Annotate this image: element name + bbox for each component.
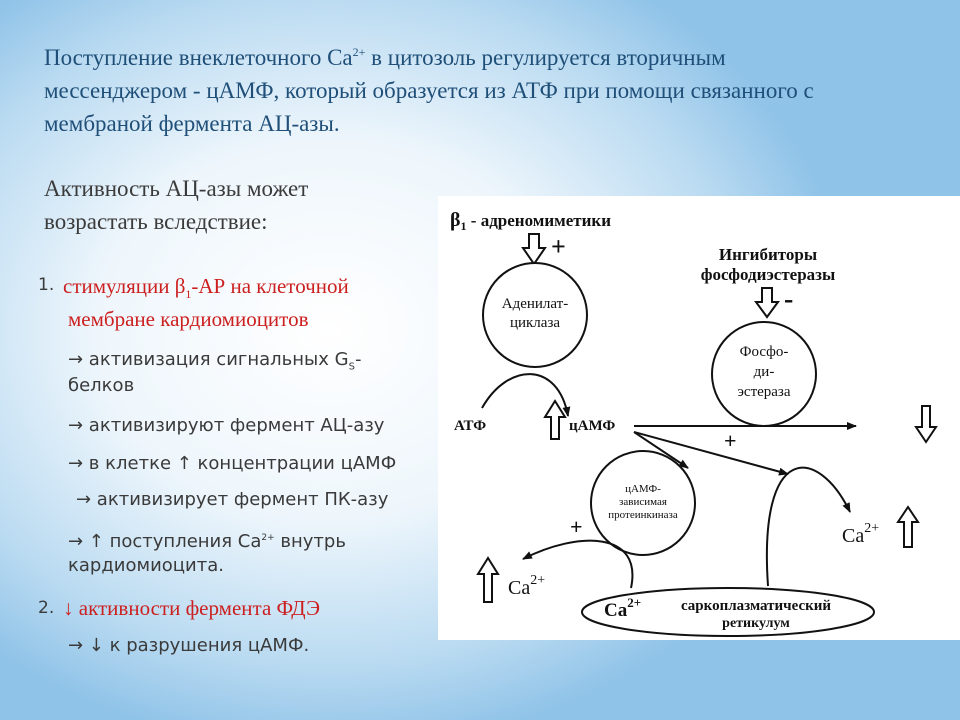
step-3: → в клетке ↑ концентрации цАМФ (68, 453, 397, 474)
phosphodiesterase-label-3: эстераза (737, 384, 790, 400)
atp-label: АТФ (454, 418, 486, 434)
item-1-number: 1. (38, 275, 55, 295)
intro-line-3: мембраной фермента АЦ-азы. (44, 111, 340, 136)
step-1-line-2: белков (68, 375, 135, 396)
phosphodiesterase-label-1: Фосфо- (740, 344, 789, 360)
stimulation-arrow-icon (521, 233, 547, 266)
beta1-agonists-label: β1 - адреномиметики (450, 209, 611, 233)
pk-to-ca-arrow (522, 539, 634, 589)
phosphodiesterase-label-2: ди- (754, 364, 775, 380)
item-2-step: → ↓ к разрушения цАМФ. (68, 635, 310, 656)
camp-signaling-diagram: β1 - адреномиметики + Аденилат- циклаза … (438, 196, 960, 640)
item-1-title-line-2: мембране кардиомиоцитов (68, 307, 309, 331)
sr-calcium-label: Ca2+ (604, 595, 641, 621)
sr-label-1: саркоплазматический (681, 598, 831, 614)
intro-line-2: мессенджером - цАМФ, который образуется … (44, 78, 814, 103)
activity-heading: Активность АЦ-азы может возрастать вслед… (44, 176, 309, 234)
adenylate-cyclase-label-2: циклаза (510, 315, 560, 331)
protein-kinase-label-3: протеинкиназа (608, 509, 678, 521)
activation-plus-sign: + (724, 428, 737, 453)
camp-increase-arrow-icon (543, 399, 567, 440)
intro-paragraph: Поступление внеклеточного Са2+ в цитозол… (44, 36, 944, 140)
amp-arrow-icon (914, 405, 938, 444)
adenylate-cyclase-label-1: Аденилат- (502, 296, 568, 312)
step-4: → активизирует фермент ПК-азу (76, 489, 389, 510)
pde-inhibitors-label-2: фосфодиэстеразы (701, 265, 836, 284)
intro-line-1: Поступление внеклеточного Са2+ в цитозол… (44, 45, 726, 70)
calcium-right-label: Ca2+ (842, 521, 879, 547)
diagram-svg: β1 - адреномиметики + Аденилат- циклаза … (450, 209, 938, 637)
pde-inhibitors-label-1: Ингибиторы (719, 245, 817, 264)
sr-to-ca-arrow (765, 466, 851, 587)
item-2-number: 2. (38, 598, 55, 618)
ca-right-increase-arrow-icon (896, 505, 920, 548)
inhibition-arrow-icon (754, 287, 780, 319)
calcium-left-label: Ca2+ (508, 573, 545, 599)
step-1: → активизация сигнальных GS- (68, 349, 362, 373)
mechanism-list: 1. стимуляции β1-АР на клеточной мембран… (38, 270, 458, 670)
adenylate-cyclase-circle (482, 262, 588, 368)
ca-left-increase-arrow-icon (476, 556, 500, 603)
step-2: → активизируют фермент АЦ-азу (68, 415, 385, 436)
inhibition-minus-sign: - (784, 284, 793, 315)
step-5: → ↑ поступления Са2+ внутрь (68, 531, 346, 552)
ca-influx-plus-sign: + (570, 514, 583, 539)
protein-kinase-circle (590, 450, 696, 556)
item-2-title: ↓ активности фермента ФДЭ (63, 596, 320, 620)
protein-kinase-label-2: зависимая (619, 496, 667, 508)
item-1-title: стимуляции β1-АР на клеточной (63, 274, 349, 302)
stimulation-plus-sign: + (551, 232, 566, 261)
camp-to-pk-arrow (633, 431, 689, 469)
camp-to-sr-arrow (633, 431, 789, 476)
protein-kinase-label-1: цАМФ- (625, 483, 661, 495)
step-5-line-2: кардиомиоцита. (68, 555, 224, 576)
atp-conversion-arrow (481, 373, 571, 417)
sr-label-2: ретикулум (722, 616, 790, 631)
sarcoplasmic-reticulum-ellipse (581, 587, 875, 637)
camp-label: цАМФ (569, 418, 615, 434)
